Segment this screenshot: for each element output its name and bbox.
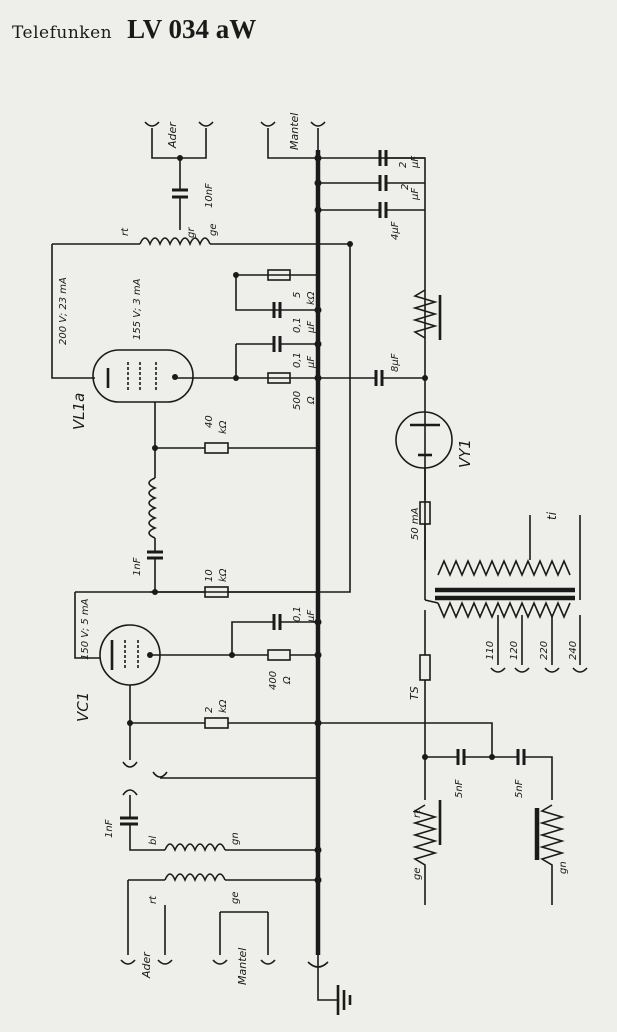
c1nf-low-label: 1nF [104, 819, 115, 838]
grid-resistor-2k [122, 717, 318, 818]
input-coil-top [52, 237, 350, 247]
ground-jack [307, 961, 329, 968]
earth-symbol [336, 985, 352, 1015]
r5k-label: 5 [292, 292, 303, 298]
vc1-anode-wire [74, 591, 155, 659]
c01b-label: 0,1 [292, 352, 303, 368]
r10k-label: 10 [204, 569, 215, 582]
tap-120-label: 120 [509, 641, 520, 660]
schematic-header: Telefunken LV 034 aW [12, 14, 256, 45]
gn-coil-label: gn [230, 832, 241, 845]
c10nf-label: 10nF [204, 183, 215, 208]
c01c-unit: µF [306, 610, 317, 623]
uf-b-label: µF [410, 188, 421, 201]
screen-network [175, 269, 318, 384]
coupling-cap-8uf [318, 370, 425, 386]
c1nf-mid-label: 1nF [132, 557, 143, 576]
r500-label: 500 [292, 391, 303, 410]
r400-unit: Ω [282, 676, 293, 685]
filter-resistor [412, 289, 442, 340]
input-coils-bottom [127, 843, 318, 955]
mains-cord-rt [412, 800, 442, 905]
mains-cord-gn [534, 804, 565, 905]
ge-top-label: ge [208, 224, 219, 237]
ader-bot-label: Ader [140, 951, 153, 979]
ge-low-label: ge [412, 868, 423, 881]
supply-rail [318, 157, 426, 600]
ader-top-label: Ader [166, 121, 179, 149]
ts-label: TS [408, 686, 421, 700]
r40k-unit: kΩ [218, 420, 229, 434]
model-label: LV 034 aW [127, 14, 257, 44]
tube-vy1 [395, 411, 453, 500]
tube-vl1a [92, 349, 194, 448]
heater-mark: ti [545, 511, 559, 520]
r40k-label: 40 [204, 415, 215, 428]
r2k-unit: kΩ [218, 699, 229, 713]
tube-vl1a-label: VL1a [70, 393, 88, 430]
c01b-unit: µF [306, 356, 317, 369]
r500-unit: Ω [306, 396, 317, 405]
gn-low-label: gn [558, 861, 569, 874]
ader-terminals-bottom [120, 959, 276, 965]
c8uf-label: 8µF [390, 353, 401, 372]
mantel-bot-label: Mantel [236, 948, 249, 985]
gr-label: gr [186, 227, 197, 238]
ge-coil-label: ge [230, 892, 241, 905]
uf-a-label: µF [410, 156, 421, 169]
interference-capacitors [318, 722, 553, 800]
input-capacitor-1nf [120, 816, 165, 851]
v200-label: 200 V; 23 mA [58, 277, 69, 345]
tap-220-label: 220 [539, 641, 550, 660]
r5k-unit: kΩ [306, 291, 317, 305]
tube-vc1-label: VC1 [74, 692, 92, 722]
fuse-50ma-label: 50 mA [410, 507, 421, 540]
mantel-top-label: Mantel [288, 113, 301, 150]
r10k-unit: kΩ [218, 568, 229, 582]
capacitor-10nf [172, 188, 188, 230]
rt-low-label: rt [412, 809, 423, 818]
tube-vc1 [99, 624, 161, 723]
bl-label: bl [148, 836, 159, 845]
rt-top-label: rt [120, 227, 131, 236]
v155-label: 155 V; 3 mA [132, 278, 143, 340]
mains-transformer [424, 515, 588, 673]
rt-coil-label: rt [148, 895, 159, 904]
ground-terminal [317, 955, 338, 1001]
brand-label: Telefunken [12, 23, 113, 43]
c01a-unit: µF [306, 321, 317, 334]
tube-vy1-label: VY1 [456, 439, 474, 468]
bus-junctions [127, 154, 428, 884]
mantel-terminals-top [260, 121, 326, 159]
c4uf-label: 4µF [390, 221, 401, 240]
anode-feed-wire [51, 244, 351, 593]
c01c-label: 0,1 [292, 606, 303, 622]
tap-110-label: 110 [485, 641, 496, 660]
r2k-label: 2 [204, 707, 215, 713]
grid-network [147, 442, 318, 598]
c2uf-a-label: 2 [398, 162, 409, 168]
c5nf-a-label: 5nF [454, 779, 465, 798]
filter-capacitors-2uf-4uf [378, 150, 388, 218]
fuse-50ma [419, 501, 431, 560]
c01a-label: 0,1 [292, 317, 303, 333]
v150-label: 150 V; 5 mA [80, 598, 91, 660]
switch-ts [419, 610, 431, 800]
tap-240-label: 240 [568, 641, 579, 660]
c2uf-b-label: 2 [400, 184, 411, 190]
c5nf-b-label: 5nF [514, 779, 525, 798]
r400-label: 400 [268, 671, 279, 690]
